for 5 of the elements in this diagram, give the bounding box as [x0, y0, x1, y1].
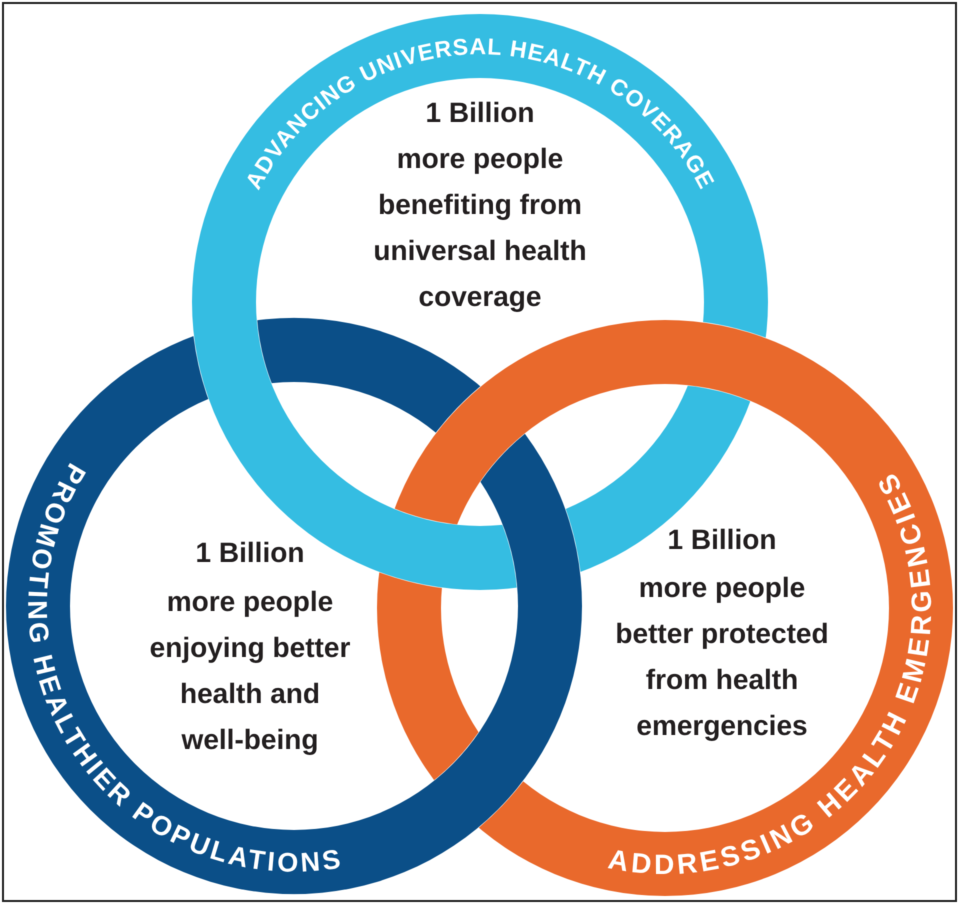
goal-description: more people benefiting from universal health coverage	[372, 142, 588, 314]
goal-description: more people better protected from health emergencies	[614, 571, 829, 741]
goal-figure: 1 Billion	[196, 536, 304, 570]
goal-description: more people enjoying better health and well-being	[148, 585, 352, 757]
goal-figure: 1 Billion	[668, 523, 776, 557]
